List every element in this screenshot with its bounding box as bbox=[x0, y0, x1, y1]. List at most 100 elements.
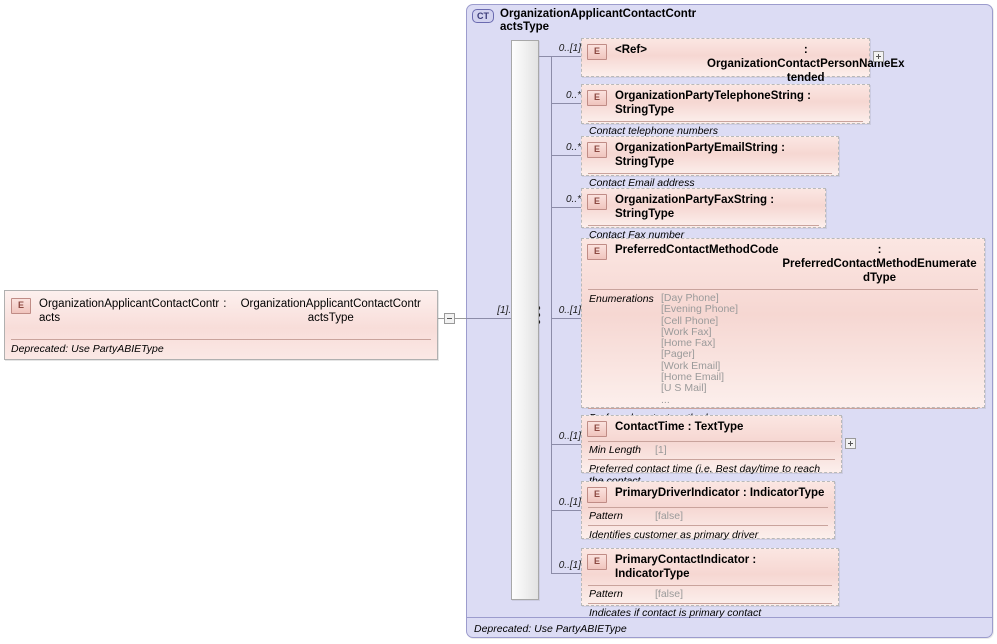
root-element-documentation: Deprecated: Use PartyABIEType bbox=[11, 343, 164, 355]
branch-line-2 bbox=[551, 103, 585, 104]
element-documentation: Contact telephone numbers bbox=[589, 125, 718, 137]
root-element-separator: : bbox=[223, 298, 227, 310]
enum-item: [Evening Phone] bbox=[661, 303, 739, 316]
branch-line-7 bbox=[551, 510, 585, 511]
branch-line-5 bbox=[551, 318, 585, 319]
element-badge-icon: E bbox=[587, 554, 607, 570]
element-divider bbox=[588, 585, 832, 586]
element-documentation: Identifies customer as primary driver bbox=[589, 529, 759, 541]
element-header: E OrganizationPartyEmailString : StringT… bbox=[582, 137, 838, 173]
enum-item: ... bbox=[661, 393, 670, 406]
root-stub-line bbox=[438, 318, 444, 319]
element-card-preferred-contact-method[interactable]: E PreferredContactMethodCode : Preferred… bbox=[581, 238, 985, 424]
element-title: OrganizationPartyTelephoneString : Strin… bbox=[615, 90, 811, 116]
complextype-badge-icon: CT bbox=[472, 9, 494, 23]
element-divider bbox=[588, 121, 863, 122]
facet-value: [1] bbox=[655, 444, 667, 456]
element-card-contact-time[interactable]: E ContactTime : TextType Min Length [1] … bbox=[581, 415, 842, 487]
element-card-ref[interactable]: E <Ref> : OrganizationContactPersonNameE… bbox=[581, 38, 904, 84]
element-card-primary-driver-indicator[interactable]: E PrimaryDriverIndicator : IndicatorType… bbox=[581, 481, 835, 541]
element-divider bbox=[588, 603, 832, 604]
enum-item: [U S Mail] bbox=[661, 382, 707, 395]
element-header: E <Ref> : OrganizationContactPersonNameE… bbox=[582, 39, 904, 89]
element-title: <Ref> : OrganizationContactPersonNameEx … bbox=[615, 43, 904, 85]
element-header: E PreferredContactMethodCode : Preferred… bbox=[582, 239, 984, 289]
root-element-name: OrganizationApplicantContactContr acts bbox=[39, 298, 220, 324]
enum-item: [Day Phone] bbox=[661, 292, 719, 304]
enum-item: [Cell Phone] bbox=[661, 314, 719, 327]
element-badge-icon: E bbox=[587, 244, 607, 260]
element-badge-icon: E bbox=[587, 142, 607, 158]
occurrence-label-1: 0..[1] bbox=[558, 43, 581, 54]
element-badge-icon: E bbox=[11, 298, 31, 314]
enum-item: [Work Email] bbox=[661, 359, 721, 372]
root-element-header: E OrganizationApplicantContactContr acts… bbox=[5, 291, 437, 339]
element-header: E OrganizationPartyFaxString : StringTyp… bbox=[582, 189, 825, 225]
element-divider bbox=[588, 441, 835, 442]
occurrence-label-5: 0..[1] bbox=[558, 305, 581, 316]
element-card-email[interactable]: E OrganizationPartyEmailString : StringT… bbox=[581, 136, 839, 189]
root-element-box[interactable]: E OrganizationApplicantContactContr acts… bbox=[4, 290, 438, 360]
element-title: PrimaryContactIndicator : IndicatorType bbox=[615, 554, 757, 580]
element-header: E OrganizationPartyTelephoneString : Str… bbox=[582, 85, 869, 121]
occurrence-label-3: 0..* bbox=[565, 142, 581, 153]
root-element-type: OrganizationApplicantContactContr actsTy… bbox=[240, 298, 421, 324]
element-type: : PreferredContactMethodEnumerate dType bbox=[782, 244, 977, 284]
occurrence-label-6: 0..[1] bbox=[558, 431, 581, 442]
element-documentation: Indicates if contact is primary contact bbox=[589, 607, 762, 619]
element-title: ContactTime : TextType bbox=[615, 421, 744, 433]
element-badge-icon: E bbox=[587, 421, 607, 437]
element-documentation: Contact Email address bbox=[589, 177, 695, 189]
expand-toggle-contact-time[interactable] bbox=[845, 438, 856, 449]
element-card-primary-contact-indicator[interactable]: E PrimaryContactIndicator : IndicatorTyp… bbox=[581, 548, 839, 619]
branch-line-4 bbox=[551, 207, 585, 208]
occurrence-label-8: 0..[1] bbox=[558, 560, 581, 571]
branch-line-3 bbox=[551, 155, 585, 156]
facet-label: Enumerations bbox=[589, 293, 654, 305]
facet-label: Pattern bbox=[589, 588, 623, 600]
complex-type-footer-doc: Deprecated: Use PartyABIEType bbox=[474, 623, 627, 635]
element-name: <Ref> bbox=[615, 44, 647, 56]
facet-row: Min Length [1] bbox=[582, 442, 841, 459]
element-badge-icon: E bbox=[587, 487, 607, 503]
complex-type-name: OrganizationApplicantContactContr actsTy… bbox=[500, 8, 697, 33]
facet-label: Min Length bbox=[589, 444, 641, 456]
element-title: OrganizationPartyFaxString : StringType bbox=[615, 194, 775, 220]
facet-row: Pattern [false] bbox=[582, 508, 834, 525]
enumerations-facet: Enumerations [Day Phone] [Evening Phone]… bbox=[582, 290, 984, 408]
root-to-type-line bbox=[455, 318, 466, 319]
element-divider bbox=[588, 173, 832, 174]
complex-type-header: CT OrganizationApplicantContactContr act… bbox=[472, 8, 902, 34]
element-header: E PrimaryContactIndicator : IndicatorTyp… bbox=[582, 549, 838, 585]
element-card-telephone[interactable]: E OrganizationPartyTelephoneString : Str… bbox=[581, 84, 870, 137]
enum-item: [Home Fax] bbox=[661, 337, 716, 350]
element-badge-icon: E bbox=[587, 44, 607, 60]
element-type: : OrganizationContactPersonNameEx tended bbox=[707, 44, 905, 84]
element-card-fax[interactable]: E OrganizationPartyFaxString : StringTyp… bbox=[581, 188, 826, 241]
root-collapse-toggle[interactable] bbox=[444, 313, 455, 324]
sequence-bar bbox=[511, 40, 539, 600]
element-divider bbox=[588, 525, 828, 526]
expand-toggle-ref[interactable] bbox=[873, 51, 884, 62]
ct-to-modelgroup-line bbox=[466, 318, 519, 319]
element-title: PrimaryDriverIndicator : IndicatorType bbox=[615, 487, 825, 499]
root-element-divider bbox=[11, 339, 431, 340]
enum-item: [Work Fax] bbox=[661, 325, 712, 338]
enum-item: [Pager] bbox=[661, 348, 695, 361]
element-name: PreferredContactMethodCode bbox=[615, 244, 779, 256]
occurrence-label-4: 0..* bbox=[565, 194, 581, 205]
element-divider bbox=[588, 289, 978, 290]
branch-line-8 bbox=[551, 573, 585, 574]
facet-row: Pattern [false] bbox=[582, 586, 838, 603]
element-title: OrganizationPartyEmailString : StringTyp… bbox=[615, 142, 785, 168]
enum-item: [Home Email] bbox=[661, 371, 725, 384]
element-divider bbox=[588, 507, 828, 508]
element-badge-icon: E bbox=[587, 90, 607, 106]
facet-label: Pattern bbox=[589, 510, 623, 522]
element-title: PreferredContactMethodCode : PreferredCo… bbox=[615, 243, 978, 285]
enumeration-values: [Day Phone] [Evening Phone] [Cell Phone]… bbox=[661, 292, 739, 406]
occurrence-label-2: 0..* bbox=[565, 90, 581, 101]
branch-line-1 bbox=[539, 56, 585, 57]
branch-line-6 bbox=[551, 444, 585, 445]
